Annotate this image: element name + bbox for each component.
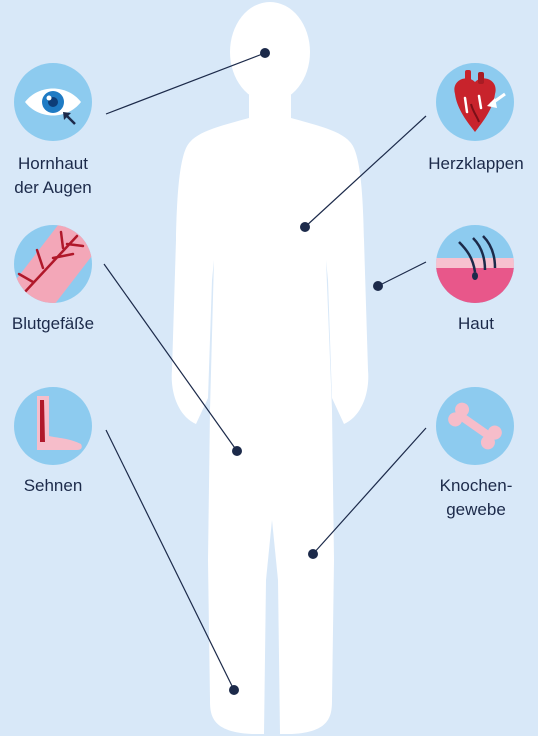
label-cornea-line2: der Augen: [0, 176, 106, 200]
dot-chest: [300, 222, 310, 232]
dot-ankle: [229, 685, 239, 695]
label-skin-text: Haut: [414, 312, 538, 336]
dot-head: [260, 48, 270, 58]
label-cornea-line1: Hornhaut: [0, 152, 106, 176]
label-heart-valves-text: Herzklappen: [414, 152, 538, 176]
blood-vessel-icon: [5, 216, 101, 322]
bone-icon: [436, 387, 514, 465]
label-blood-vessels-text: Blutgefäße: [0, 312, 106, 336]
label-bone-line1: Knochen-: [414, 474, 538, 498]
label-skin: Haut: [414, 312, 538, 336]
label-tendons-text: Sehnen: [0, 474, 106, 498]
label-blood-vessels: Blutgefäße: [0, 312, 106, 336]
label-tendons: Sehnen: [0, 474, 106, 498]
label-bone-line2: gewebe: [414, 498, 538, 522]
dot-shin: [308, 549, 318, 559]
heart-icon: [436, 63, 514, 141]
foot-tendon-icon: [14, 387, 92, 465]
label-bone: Knochen- gewebe: [414, 474, 538, 522]
skin-hair-icon: [435, 225, 515, 308]
label-cornea: Hornhaut der Augen: [0, 152, 106, 200]
dot-thigh: [232, 446, 242, 456]
line-skin: [378, 262, 426, 286]
eye-icon: [14, 63, 92, 141]
label-heart-valves: Herzklappen: [414, 152, 538, 176]
dot-arm: [373, 281, 383, 291]
